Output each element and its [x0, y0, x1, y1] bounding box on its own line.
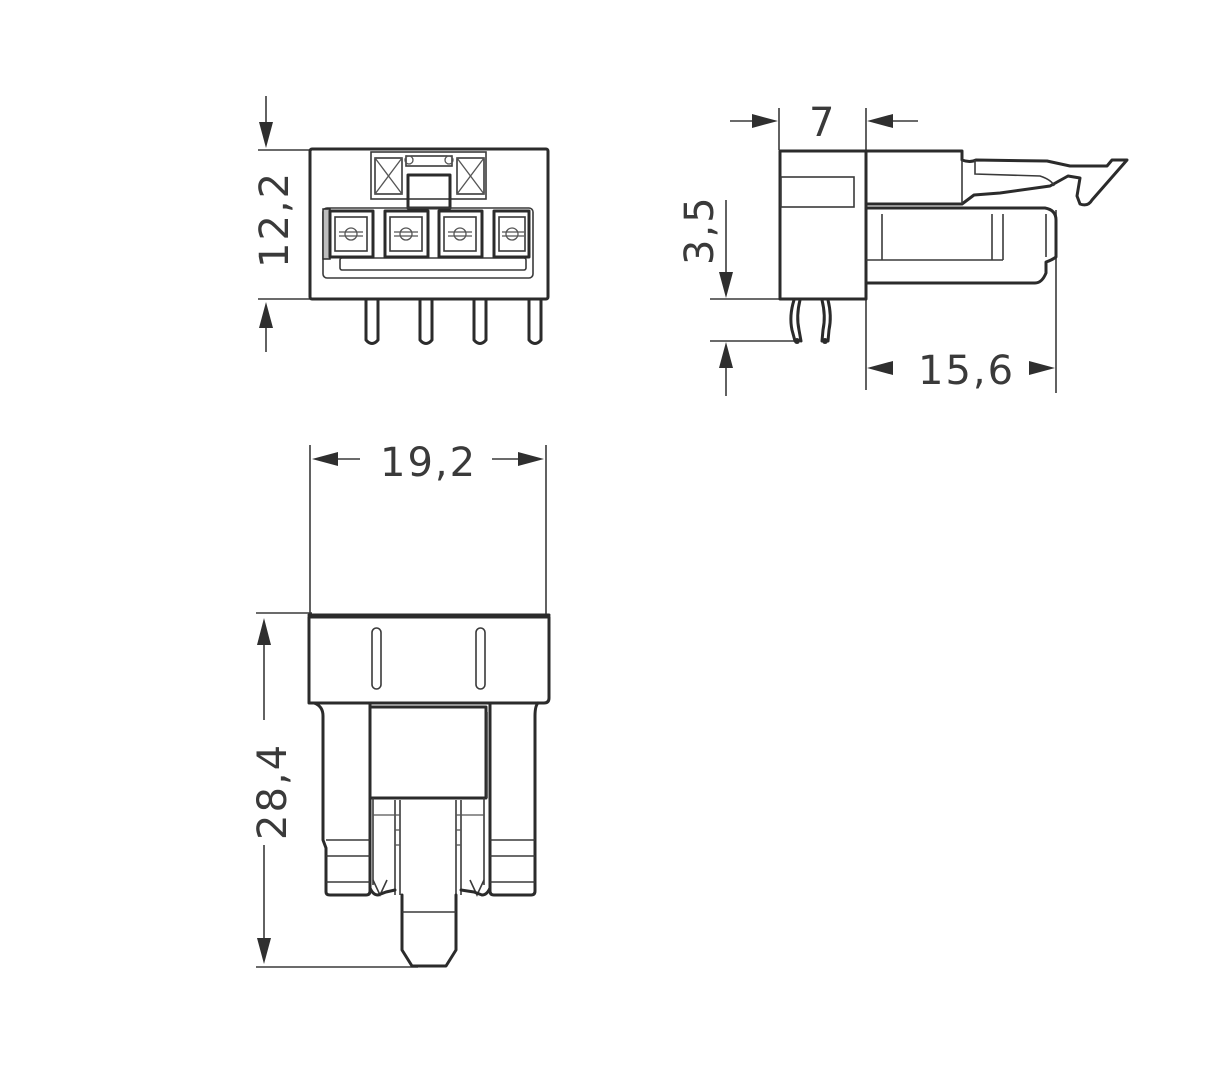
- side-pins: [789, 298, 832, 344]
- dimension-label-28-4: 28,4: [250, 743, 296, 840]
- dimension-front-height: 12,2: [252, 96, 312, 352]
- terminal-4: [492, 209, 531, 259]
- dimension-side-pin-length: 3,5: [677, 195, 795, 396]
- front-pins: [364, 298, 543, 345]
- dimension-label-3-5: 3,5: [677, 195, 723, 265]
- side-view: 7 3,5 15,6: [677, 100, 1129, 396]
- terminal-2: [383, 209, 430, 259]
- dimension-top-width: 19,2: [309, 440, 547, 617]
- dimension-top-length: 28,4: [250, 612, 418, 968]
- dimension-side-length: 15,6: [867, 210, 1057, 394]
- dimension-label-12-2: 12,2: [252, 171, 298, 268]
- dimension-label-19-2: 19,2: [380, 440, 477, 486]
- dimension-label-15-6: 15,6: [918, 348, 1015, 394]
- dimension-side-depth: 7: [730, 100, 918, 390]
- front-view: 12,2: [252, 96, 550, 352]
- dimension-label-7: 7: [809, 100, 836, 146]
- terminal-1: [328, 209, 375, 259]
- terminal-3: [437, 209, 484, 259]
- top-view: 19,2 28,4: [250, 440, 551, 968]
